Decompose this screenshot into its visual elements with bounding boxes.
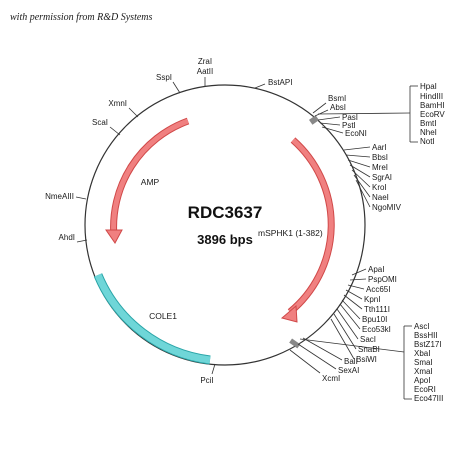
svg-text:BstAPI: BstAPI [268,78,292,87]
svg-text:BamHI: BamHI [420,101,444,110]
svg-text:BmtI: BmtI [420,119,436,128]
site-aatii: AatII [197,67,213,76]
svg-text:SgrAI: SgrAI [372,173,392,182]
svg-text:NotI: NotI [420,137,435,146]
plasmid-backbone [84,84,366,366]
svg-text:NheI: NheI [420,128,437,137]
svg-text:Tth111I: Tth111I [364,305,390,314]
cole1-label: COLE1 [149,311,177,321]
svg-text:KroI: KroI [372,183,387,192]
svg-text:AbsI: AbsI [330,103,346,112]
site-cluster-right-lower: ApaI PspOMI Acc65I KpnI Tth111I Bpu10I E… [330,265,397,364]
svg-text:Eco47III: Eco47III [414,394,443,403]
amp-arrow [111,118,189,238]
svg-text:AatII: AatII [197,67,213,76]
svg-text:PstI: PstI [342,121,356,130]
svg-text:PciI: PciI [200,376,213,385]
svg-text:XbaI: XbaI [414,349,430,358]
svg-text:PspOMI: PspOMI [368,275,397,284]
site-bracket-top-right: HpaI HindIII BamHI EcoRV BmtI NheI NotI [317,82,445,146]
svg-text:MreI: MreI [372,163,388,172]
svg-text:BbsI: BbsI [372,153,388,162]
svg-text:BstZ17I: BstZ17I [414,340,442,349]
svg-text:SspI: SspI [156,73,172,82]
plasmid-size: 3896 bps [197,232,253,247]
amp-label: AMP [141,177,160,187]
svg-text:NgoMIV: NgoMIV [372,203,402,212]
site-sspi: SspI [156,73,181,94]
svg-text:XcmI: XcmI [322,374,340,383]
svg-text:BssHII: BssHII [414,331,438,340]
svg-text:PasI: PasI [342,113,358,122]
svg-text:AscI: AscI [414,322,430,331]
svg-text:XmnI: XmnI [108,99,127,108]
insert-arrow [288,138,334,314]
insert-label: mSPHK1 (1-382) [258,228,323,238]
amp-arrowhead [105,229,123,244]
svg-text:BsiWI: BsiWI [356,355,377,364]
site-cluster-right-upper: AarI BbsI MreI SgrAI KroI NaeI NgoMIV [343,143,402,212]
svg-text:EcoRV: EcoRV [420,110,445,119]
permission-note: with permission from R&D Systems [10,12,153,23]
svg-text:Bpu10I: Bpu10I [362,315,387,324]
svg-text:ZraI: ZraI [198,57,212,66]
svg-text:BsmI: BsmI [328,94,346,103]
site-cluster-bottom: BalI SexAI [289,337,359,375]
svg-text:SnaBI: SnaBI [358,345,380,354]
svg-text:Eco53kI: Eco53kI [362,325,391,334]
svg-text:SmaI: SmaI [414,358,433,367]
svg-text:EcoRI: EcoRI [414,385,436,394]
site-nmeaiii: NmeAIII [45,192,87,201]
svg-text:ApoI: ApoI [414,376,430,385]
plasmid-name: RDC3637 [188,203,263,222]
site-ahdi: AhdI [59,233,88,243]
site-xmni: XmnI [108,99,139,118]
site-cluster-top-right: BsmI AbsI PasI PstI EcoNI [309,94,367,138]
svg-text:Acc65I: Acc65I [366,285,390,294]
svg-text:HindIII: HindIII [420,92,443,101]
svg-text:ScaI: ScaI [92,118,108,127]
site-scai: ScaI [92,118,121,136]
svg-text:AarI: AarI [372,143,387,152]
svg-text:NaeI: NaeI [372,193,389,202]
site-zrai: ZraI [198,57,212,86]
svg-text:ApaI: ApaI [368,265,384,274]
cole1-segment [94,273,211,364]
site-xcmi: XcmI [289,349,340,383]
svg-text:BalI: BalI [344,357,358,366]
site-pcii: PciI [200,363,216,385]
site-bstapi: BstAPI [254,78,292,89]
site-bracket-bottom-right: AscI BssHII BstZ17I XbaI SmaI XmaI ApoI … [299,322,443,403]
svg-text:KpnI: KpnI [364,295,380,304]
svg-text:SexAI: SexAI [338,366,359,375]
svg-text:EcoNI: EcoNI [345,129,367,138]
insert-arrowhead [280,304,298,323]
svg-text:SacI: SacI [360,335,376,344]
svg-text:XmaI: XmaI [414,367,433,376]
svg-text:NmeAIII: NmeAIII [45,192,74,201]
svg-text:AhdI: AhdI [59,233,75,242]
svg-text:HpaI: HpaI [420,82,437,91]
